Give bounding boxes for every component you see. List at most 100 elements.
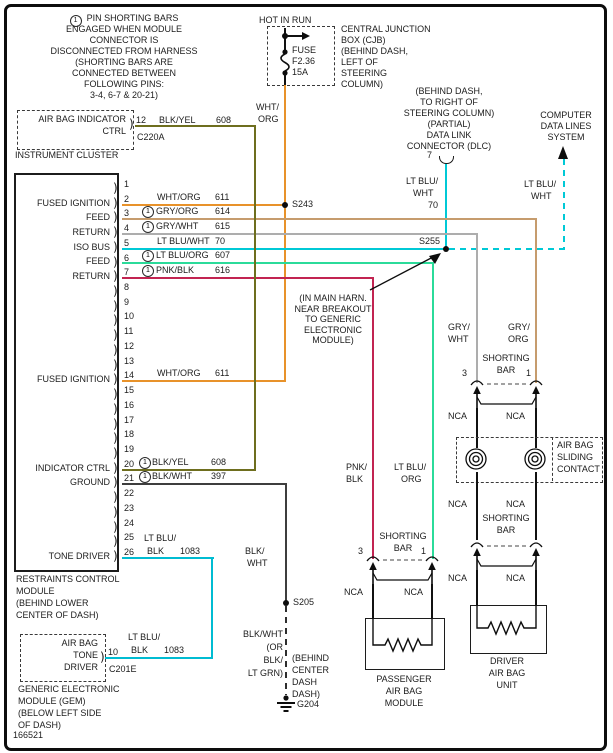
rcm-pin-arc: )	[113, 254, 118, 269]
rcm-pin-arc: )	[113, 519, 118, 534]
rcm-func-label: TONE DRIVER	[48, 551, 110, 561]
sliding-contact-box	[456, 437, 603, 483]
wire-name2: BLK	[147, 546, 165, 556]
passenger-module-line: PASSENGER	[376, 674, 432, 684]
note-line: FOLLOWING PINS:	[83, 79, 164, 89]
clockspring-coil-icon	[465, 448, 487, 470]
wire-614-h	[122, 218, 537, 220]
fuse-rating: 15A	[292, 67, 309, 77]
rcm-pin-number: 15	[124, 385, 135, 396]
driver-airbag-box	[470, 605, 547, 654]
wire-nca	[535, 570, 537, 606]
gem-name-line: (BELOW LEFT SIDE	[18, 708, 102, 718]
wire-name: LT BLU/	[144, 533, 177, 543]
note-line: CONNECTED BETWEEN	[71, 68, 176, 78]
wire-code: 611	[215, 192, 230, 202]
rcm-pin-number: 21	[124, 473, 135, 484]
gem-wire-code: 1083	[164, 645, 185, 655]
wire-code: 397	[211, 471, 227, 481]
shorting-bar-connector-icon	[366, 556, 439, 584]
wire-code: 608	[211, 457, 227, 467]
rcm-pin-number: 1	[124, 179, 130, 189]
wire-nca	[476, 438, 478, 448]
wire-607-v	[432, 262, 434, 559]
dlc-line: (BEHIND DASH,	[415, 86, 483, 96]
blk-wht-label: BLK/	[245, 546, 265, 556]
rcm-func-label: FEED	[85, 212, 110, 222]
note-text: PIN SHORTING BARS	[86, 13, 179, 23]
rcm-func-label: GROUND	[70, 477, 110, 487]
cjb-name-line: CENTRAL JUNCTION	[341, 24, 431, 34]
gem-connector-id: C201E	[109, 664, 137, 674]
rcm-pin-number: 5	[124, 237, 130, 248]
cjb-name-line: STEERING	[341, 68, 388, 78]
shortbar-marker-icon: 1	[139, 471, 151, 483]
nca-label: NCA	[506, 573, 526, 583]
fuse-icon	[280, 49, 290, 76]
shorting-bar-label: SHORTING	[482, 353, 530, 363]
wire-nca	[535, 472, 537, 540]
wire-608-h	[122, 469, 256, 471]
note-line: ENGAGED WHEN MODULE	[65, 24, 182, 34]
rcm-func-label: RETURN	[72, 271, 111, 281]
wire-name: GRY/WHT	[156, 221, 199, 231]
wire-code: 616	[215, 265, 231, 275]
wire-nca	[476, 408, 478, 438]
rcm-pin-arc: )	[113, 328, 118, 343]
rcm-func-label: FUSED IGNITION	[36, 198, 110, 208]
airbag-indicator-label: AIR BAG INDICATOR	[38, 114, 126, 124]
wire-code: 70	[215, 236, 226, 246]
rcm-pin-arc: )	[113, 549, 118, 563]
driver-unit-line: AIR BAG	[488, 668, 526, 678]
blk-wht-label2: WHT	[247, 558, 268, 568]
cdl-line: COMPUTER	[540, 110, 592, 120]
rcm-pin-arc: )	[113, 475, 118, 490]
rcm-name-line: (BEHIND LOWER	[16, 598, 89, 608]
cdl-line: SYSTEM	[547, 132, 585, 142]
rcm-pin-arc: )	[113, 431, 118, 446]
rcm-pin-arc: )	[113, 210, 118, 225]
wire-name: LT BLU/WHT	[157, 236, 210, 246]
harn-note-line: MODULE)	[312, 335, 354, 345]
gem-label-line: AIR BAG	[61, 638, 98, 648]
wire-616-v	[372, 277, 374, 559]
wht-org-label2: ORG	[258, 114, 279, 124]
note-line: (SHORTING BARS ARE	[75, 57, 173, 67]
cjb-name-line: (BEHIND DASH,	[341, 46, 409, 56]
airbag-indicator-label2: CTRL	[102, 126, 126, 136]
wire-name: BLK/YEL	[152, 457, 189, 467]
rcm-func-label: FEED	[85, 256, 110, 266]
fuse-junction-dot	[282, 33, 288, 39]
dlc-wire-code: 70	[428, 200, 439, 210]
cjb-name-line: LEFT OF	[341, 57, 378, 67]
rcm-pin-arc: )	[113, 298, 118, 313]
passenger-module-line: MODULE	[384, 698, 424, 708]
rcm-pin-arc: )	[113, 342, 118, 357]
ground-loc-line: (BEHIND	[292, 653, 330, 663]
rcm-func-label: ISO BUS	[73, 242, 110, 252]
doc-number: 166521	[13, 730, 44, 740]
ground-id-label: G204	[297, 699, 320, 709]
cluster-wire-label: BLK/YEL	[159, 115, 196, 125]
cjb-name-line: COLUMN)	[341, 79, 383, 89]
instrument-cluster-box	[17, 110, 134, 150]
rcm-pin-number: 19	[124, 443, 135, 454]
gem-pin-number: 10	[108, 647, 119, 657]
wire-1083-h	[122, 557, 214, 559]
fuse-feed-arrow-line	[286, 35, 302, 37]
dlc-line: TO RIGHT OF	[420, 97, 478, 107]
nca-label: NCA	[344, 587, 364, 597]
rcm-pin-number: 26	[124, 547, 135, 557]
wire-70-h	[122, 248, 448, 250]
gem-name-line: GENERIC ELECTRONIC	[18, 684, 120, 694]
rcm-pin-arc: )	[113, 195, 118, 210]
ground-loc-line: CENTER	[292, 665, 330, 675]
dlc-wire-label: LT BLU/	[406, 176, 439, 186]
dlc-wire-label2: WHT	[413, 188, 434, 198]
cdl-wire-label: LT BLU/	[524, 179, 557, 189]
wire-nca	[372, 584, 374, 618]
rcm-pin-arc: )	[113, 401, 118, 416]
gry-wht-label: GRY/	[448, 322, 470, 332]
wire-name: LT BLU/ORG	[156, 250, 209, 260]
